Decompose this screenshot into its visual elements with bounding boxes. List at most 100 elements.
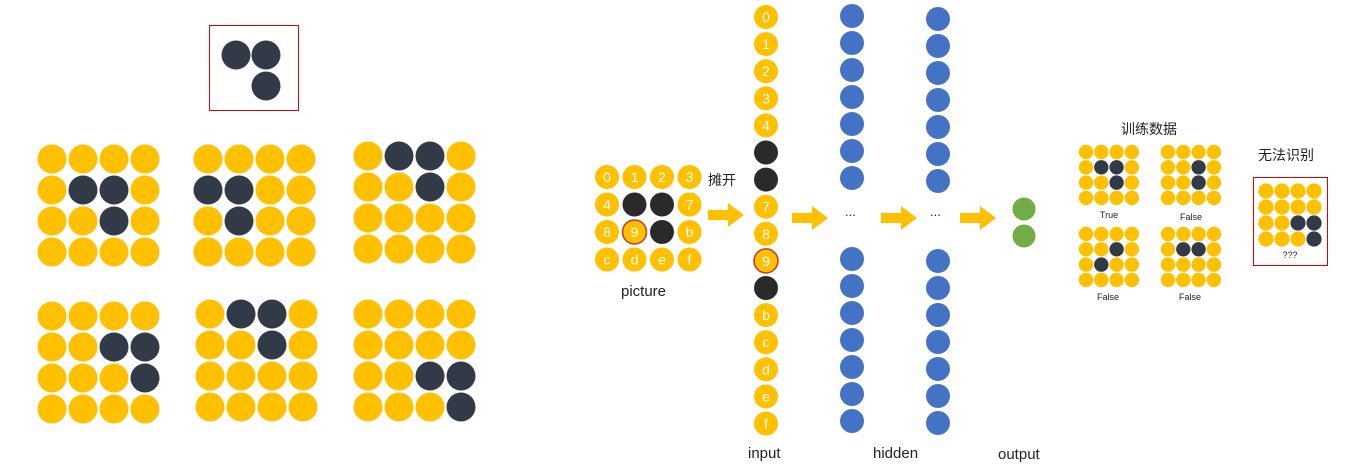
training-grid-dot [1078,144,1094,160]
example-grid-dot [68,332,98,362]
input-node [754,59,778,84]
input-node [754,167,778,192]
picture-cell [622,165,647,189]
hidden-node [926,115,950,139]
hidden-node [840,328,864,352]
hidden-node [926,411,950,435]
training-grid-dot [1094,226,1109,242]
hidden-node [840,31,864,55]
training-grid-dot [1176,272,1191,288]
example-grid-dot [99,237,129,267]
hidden-node [840,382,864,406]
example-grid-dot [257,392,287,422]
example-grid-dot [384,172,414,202]
input-node [754,411,778,436]
output-node [1012,197,1036,221]
input-node [754,32,778,57]
training-grid-dot [1109,175,1124,190]
training-grid-dot [1109,144,1124,160]
hidden-node [926,357,950,381]
input-node-label: d [762,361,770,377]
training-grid-dot [1176,257,1191,272]
training-grid-dot [1176,175,1191,190]
unrecognized-title: 无法识别 [1258,148,1314,164]
unrecognized-grid-dot [1274,231,1290,247]
picture-cell-label: 9 [631,224,639,240]
example-grid-dot [226,392,256,422]
pattern-dot [221,40,251,70]
example-grid-dot [195,299,225,329]
training-sample-label: False [1178,292,1201,302]
example-grid-dot [446,141,476,171]
example-grid-dot [224,206,254,236]
picture-cell [677,220,702,244]
picture-cell [595,165,619,189]
input-node [754,221,778,246]
training-grid-dot [1206,257,1222,272]
picture-cell-label: 8 [603,224,611,240]
training-grid-dot [1176,242,1191,257]
example-grid-dot [255,206,285,236]
input-label: input [748,445,781,462]
example-grid-dot [224,144,254,174]
example-grid-dot [195,361,225,391]
example-grid-dot [415,299,445,329]
example-grid-dot [37,363,67,393]
example-grid-dot [68,394,98,424]
example-grid-dot [384,330,414,360]
training-grid-dot [1191,242,1206,257]
hidden-ellipsis-1: ... [845,204,856,219]
example-grid-dot [68,237,98,267]
training-grid-dot [1191,257,1206,272]
input-node-label: c [763,334,770,350]
input-node-label: 0 [762,9,770,25]
unrecognized-label: ??? [1282,250,1298,260]
picture-cell [621,219,648,245]
training-grid-dot [1078,175,1094,190]
example-grid-dot [37,175,67,205]
training-grid-dot [1206,226,1222,242]
input-node [754,140,778,165]
picture-cell [650,247,674,272]
example-grid-dot [384,234,414,264]
input-node [754,5,778,29]
hidden-node [840,409,864,433]
example-grid-dot [446,234,476,264]
example-grid-dot [415,234,445,264]
example-grid-dot [195,392,225,422]
picture-cell [677,192,702,217]
training-grid-dot [1078,226,1094,242]
example-grid-dot [68,363,98,393]
unrecognized-grid-dot [1274,215,1290,231]
unrecognized-grid-dot [1306,215,1322,231]
example-grid-dot [226,299,256,329]
training-grid-dot [1160,160,1176,175]
example-grid-dot [255,175,285,205]
example-grid-dot [99,206,129,236]
example-grid-dot [255,144,285,174]
example-grid-dot [130,332,160,362]
example-grid-dot [446,330,476,360]
input-node-label: 7 [762,199,770,215]
training-grid-dot [1176,144,1191,160]
training-grid-dot [1206,160,1222,175]
example-grid-dot [68,144,98,174]
hidden-node [926,88,950,112]
training-grid-dot [1109,226,1124,242]
training-grid-dot [1094,242,1109,257]
hidden-node [926,276,950,300]
example-grid-dot [130,394,160,424]
hidden-node [840,355,864,379]
example-grid-dot [286,144,316,174]
picture-cell-label: 7 [686,197,694,213]
hidden-node [926,249,950,273]
input-node-label: 1 [762,36,770,52]
hidden-node [926,142,950,166]
input-node [754,330,778,355]
hidden-node [840,247,864,271]
picture-label: picture [621,283,667,300]
example-grid-dot [99,175,129,205]
unrecognized-grid-dot [1258,231,1274,247]
training-grid-dot [1124,226,1140,242]
